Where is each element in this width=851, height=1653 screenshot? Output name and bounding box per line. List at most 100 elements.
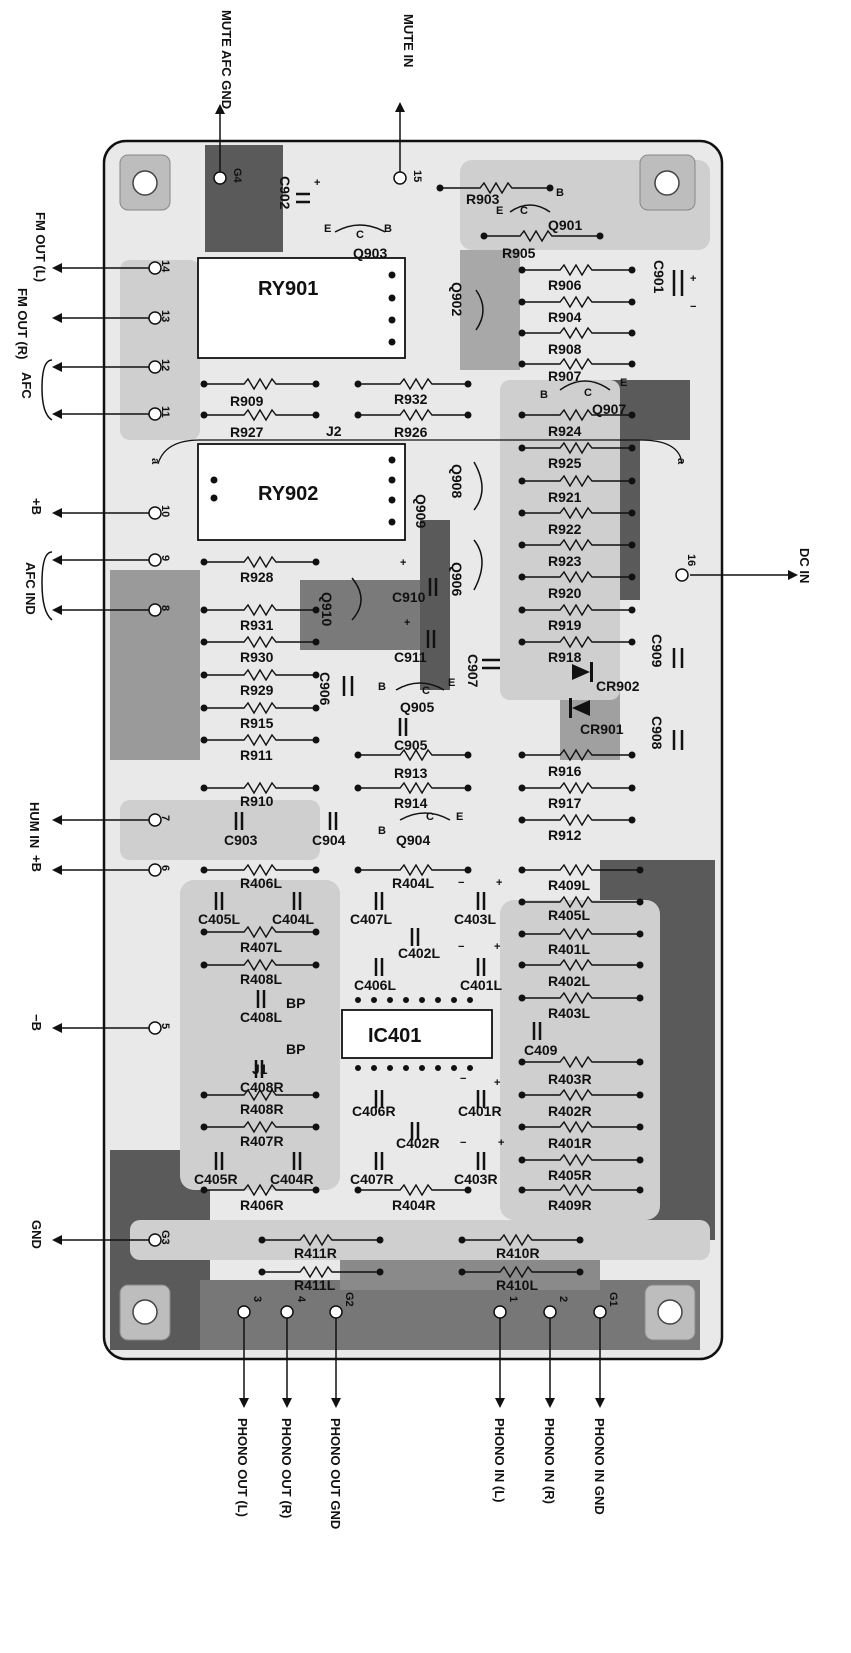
label-q902: Q902 <box>449 282 465 316</box>
terminal-pads <box>148 171 689 1319</box>
label-r408r: R408R <box>240 1101 284 1117</box>
label-r929: R929 <box>240 682 274 698</box>
terminal-14: 14 <box>159 260 171 273</box>
label-plus: + <box>690 273 696 285</box>
label-c402r: C402R <box>396 1135 440 1151</box>
resistor-bodies <box>204 181 640 1279</box>
label-r920: R920 <box>548 585 582 601</box>
relay-ry901: RY901 <box>197 257 406 359</box>
terminal-5: 5 <box>159 1023 171 1029</box>
label-r406l: R406L <box>240 875 282 891</box>
label-c902: C902 <box>277 176 293 210</box>
label-plus: + <box>494 941 500 953</box>
label-cr901: CR901 <box>580 721 624 737</box>
label-r921: R921 <box>548 489 582 505</box>
label-r931: R931 <box>240 617 274 633</box>
label-c406l: C406L <box>354 977 396 993</box>
label-phono-out-gnd: PHONO OUT GND <box>328 1418 343 1529</box>
label-c408r: C408R <box>240 1079 284 1095</box>
label-minus: − <box>460 1137 466 1149</box>
label-b: B <box>540 389 548 401</box>
label-afc: AFC <box>19 372 34 399</box>
label-q907: Q907 <box>592 401 626 417</box>
label-ry902: RY902 <box>258 483 318 505</box>
relay-ry902: RY902 <box>197 443 406 541</box>
component-labels: R903 Q901 C902 Q903 R905 R906 C901 Q902 … <box>194 176 667 1293</box>
label-c401r: C401R <box>458 1103 502 1119</box>
label-bp-l: BP <box>286 995 305 1011</box>
label-r401l: R401L <box>548 941 590 957</box>
ic401-pins <box>355 997 473 1071</box>
label-c404l: C404L <box>272 911 314 927</box>
label-q910: Q910 <box>319 592 335 626</box>
label-c407r: C407R <box>350 1171 394 1187</box>
jumper-a-wire <box>157 439 683 465</box>
label-r406r: R406R <box>240 1197 284 1213</box>
label-minus: − <box>460 1073 466 1085</box>
label-r409l: R409L <box>548 877 590 893</box>
label-r405l: R405L <box>548 907 590 923</box>
label-r912: R912 <box>548 827 582 843</box>
label-e: E <box>456 811 463 823</box>
terminal-labels: G4 15 14 13 12 11 10 9 8 7 6 5 G3 16 3 4… <box>149 168 697 1307</box>
terminal-9: 9 <box>159 555 171 561</box>
label-hum-in: HUM IN <box>27 802 42 848</box>
label-mute-in: MUTE IN <box>401 14 416 67</box>
label-r922: R922 <box>548 521 582 537</box>
copper-light-traces <box>120 160 710 1260</box>
label-r905: R905 <box>502 245 536 261</box>
label-e: E <box>496 205 503 217</box>
transistor-pin-marks: E C B E C B B C E B C E B C E + + − + + … <box>314 177 696 1149</box>
label-c401l: C401L <box>460 977 502 993</box>
label-c904: C904 <box>312 832 346 848</box>
label-c903: C903 <box>224 832 258 848</box>
label-phono-in-r: PHONO IN (R) <box>542 1418 557 1504</box>
label-afc-ind: AFC IND <box>23 562 38 615</box>
label-q901: Q901 <box>548 217 582 233</box>
terminal-8: 8 <box>159 605 171 611</box>
label-q908: Q908 <box>449 464 465 498</box>
terminal-g1: G1 <box>607 1292 619 1307</box>
label-r913: R913 <box>394 765 428 781</box>
label-phono-out-l: PHONO OUT (L) <box>235 1418 250 1517</box>
arrow-heads <box>52 102 798 1408</box>
label-r407l: R407L <box>240 939 282 955</box>
diode-bodies <box>569 662 593 718</box>
label-phono-out-r: PHONO OUT (R) <box>279 1418 294 1518</box>
terminal-g4: G4 <box>231 168 243 184</box>
solder-pads <box>200 184 644 1276</box>
transistor-bodies <box>334 204 611 821</box>
label-c: C <box>520 205 528 217</box>
label-r915: R915 <box>240 715 274 731</box>
label-b: B <box>378 681 386 693</box>
label-r906: R906 <box>548 277 582 293</box>
label-plus-b-top: +B <box>29 498 44 515</box>
label-fm-out-l: FM OUT (L) <box>33 212 48 282</box>
label-r409r: R409R <box>548 1197 592 1213</box>
label-r904: R904 <box>548 309 582 325</box>
label-plus: + <box>498 1137 504 1149</box>
label-c: C <box>584 387 592 399</box>
label-r911: R911 <box>240 747 273 763</box>
label-c403r: C403R <box>454 1171 498 1187</box>
label-r403l: R403L <box>548 1005 590 1021</box>
label-r410l: R410L <box>496 1277 538 1293</box>
label-r925: R925 <box>548 455 582 471</box>
label-plus: + <box>496 877 502 889</box>
terminal-7: 7 <box>159 815 171 821</box>
label-r404l: R404L <box>392 875 434 891</box>
label-r907: R907 <box>548 368 582 384</box>
terminal-a-left: a <box>149 458 161 465</box>
terminal-12: 12 <box>159 359 171 371</box>
label-b: B <box>378 825 386 837</box>
label-r403r: R403R <box>548 1071 592 1087</box>
label-r919: R919 <box>548 617 582 633</box>
label-r924: R924 <box>548 423 582 439</box>
label-c403l: C403L <box>454 911 496 927</box>
label-q904: Q904 <box>396 832 430 848</box>
label-phono-in-gnd: PHONO IN GND <box>592 1418 607 1515</box>
terminal-a-right: a <box>675 458 687 465</box>
label-plus: + <box>494 1077 500 1089</box>
external-labels: MUTE AFC GND MUTE IN FM OUT (L) FM OUT (… <box>15 10 812 1529</box>
